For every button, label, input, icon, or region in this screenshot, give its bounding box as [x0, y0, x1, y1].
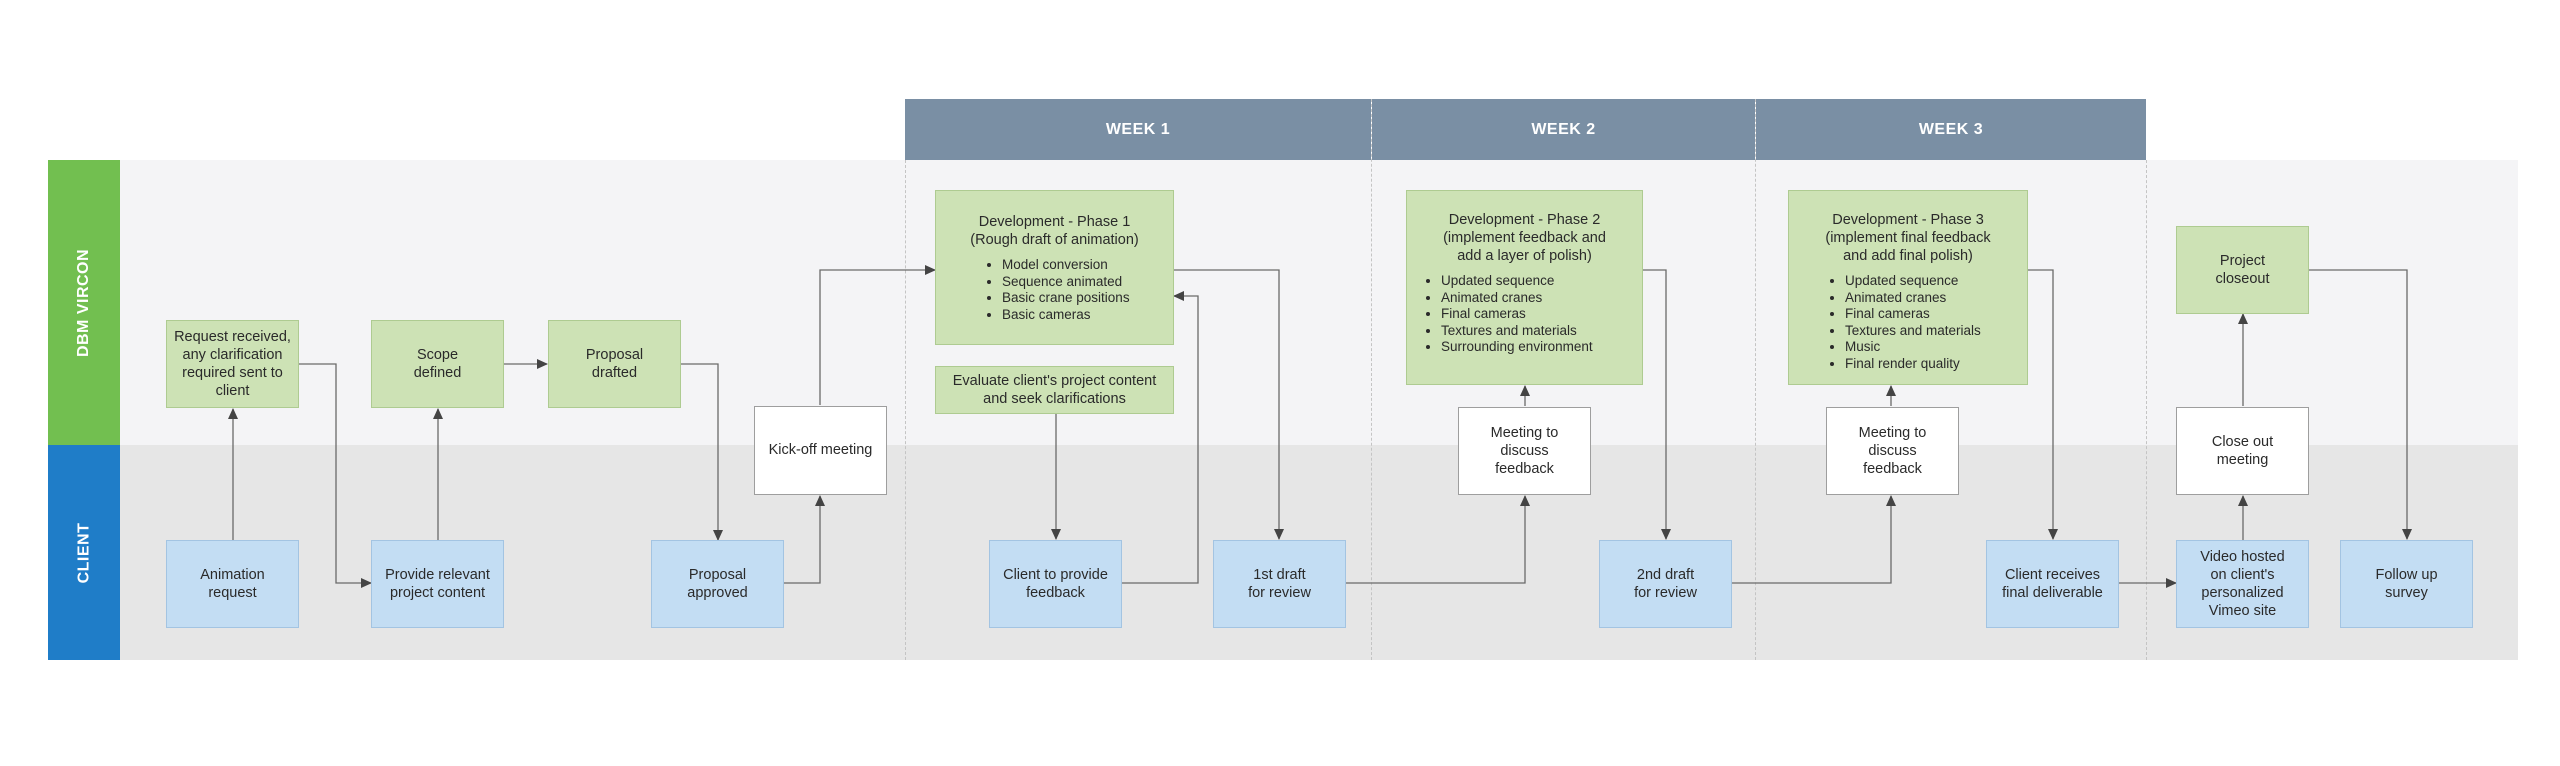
- list-item: Sequence animated: [1002, 274, 1130, 290]
- kickoff-meeting-box: Kick-off meeting: [754, 406, 887, 495]
- list-item: Animated cranes: [1441, 290, 1593, 306]
- proposal-approved-box: Proposal approved: [651, 540, 784, 628]
- list-item: Final cameras: [1441, 306, 1593, 322]
- list-item: Textures and materials: [1441, 323, 1593, 339]
- list-item: Basic cameras: [1002, 307, 1130, 323]
- dev-phase-2-title: Development - Phase 2 (implement feedbac…: [1443, 212, 1606, 265]
- evaluate-content-box: Evaluate client's project content and se…: [935, 366, 1174, 414]
- dev-phase-1-box: Development - Phase 1 (Rough draft of an…: [935, 190, 1174, 345]
- dev-phase-3-box: Development - Phase 3 (implement final f…: [1788, 190, 2028, 385]
- request-received-box: Request received, any clarification requ…: [166, 320, 299, 408]
- list-item: Final cameras: [1845, 306, 1981, 322]
- client-feedback-box: Client to provide feedback: [989, 540, 1122, 628]
- list-item: Music: [1845, 339, 1981, 355]
- first-draft-box: 1st draft for review: [1213, 540, 1346, 628]
- arrow: [2028, 269, 2058, 540]
- proposal-drafted-box: Proposal drafted: [548, 320, 681, 408]
- arrow: [299, 363, 372, 588]
- video-hosted-box: Video hosted on client's personalized Vi…: [2176, 540, 2309, 628]
- week-divider: [2146, 160, 2147, 660]
- follow-up-survey-box: Follow up survey: [2340, 540, 2473, 628]
- arrow: [1174, 269, 1284, 540]
- close-out-meeting-box: Close out meeting: [2176, 407, 2309, 495]
- scope-defined-box: Scope defined: [371, 320, 504, 408]
- arrow: [1346, 495, 1530, 584]
- lane-label-client: CLIENT: [48, 445, 120, 660]
- dev-phase-1-list: Model conversion Sequence animated Basic…: [942, 257, 1130, 323]
- meeting-discuss-feedback-2-box: Meeting to discuss feedback: [1826, 407, 1959, 495]
- arrow: [784, 495, 825, 584]
- list-item: Updated sequence: [1845, 273, 1981, 289]
- list-item: Updated sequence: [1441, 273, 1593, 289]
- week-divider: [1755, 99, 1756, 660]
- arrow: [819, 265, 936, 405]
- dev-phase-3-list: Updated sequence Animated cranes Final c…: [1795, 273, 1981, 372]
- final-deliverable-box: Client receives final deliverable: [1986, 540, 2119, 628]
- second-draft-box: 2nd draft for review: [1599, 540, 1732, 628]
- dev-phase-2-box: Development - Phase 2 (implement feedbac…: [1406, 190, 1643, 385]
- week-header-2: WEEK 2: [1372, 99, 1755, 160]
- dev-phase-3-title: Development - Phase 3 (implement final f…: [1825, 212, 1991, 265]
- dev-phase-2-list: Updated sequence Animated cranes Final c…: [1413, 273, 1593, 355]
- week-divider: [905, 160, 906, 660]
- list-item: Model conversion: [1002, 257, 1130, 273]
- list-item: Final render quality: [1845, 356, 1981, 372]
- arrow: [1732, 495, 1896, 584]
- animation-request-box: Animation request: [166, 540, 299, 628]
- list-item: Surrounding environment: [1441, 339, 1593, 355]
- lane-label-dbm-vircon: DBM VIRCON: [48, 160, 120, 445]
- meeting-discuss-feedback-1-box: Meeting to discuss feedback: [1458, 407, 1591, 495]
- list-item: Animated cranes: [1845, 290, 1981, 306]
- week-divider: [1371, 99, 1372, 660]
- project-closeout-box: Project closeout: [2176, 226, 2309, 314]
- lane-dbm-vircon-area: [120, 160, 2518, 445]
- list-item: Basic crane positions: [1002, 290, 1130, 306]
- arrow: [1122, 291, 1199, 584]
- arrow: [2309, 269, 2412, 540]
- dev-phase-1-title: Development - Phase 1 (Rough draft of an…: [970, 214, 1139, 249]
- list-item: Textures and materials: [1845, 323, 1981, 339]
- arrow: [1643, 269, 1671, 540]
- arrow: [681, 363, 723, 541]
- week-header-1: WEEK 1: [905, 99, 1371, 160]
- provide-content-box: Provide relevant project content: [371, 540, 504, 628]
- week-header-3: WEEK 3: [1756, 99, 2146, 160]
